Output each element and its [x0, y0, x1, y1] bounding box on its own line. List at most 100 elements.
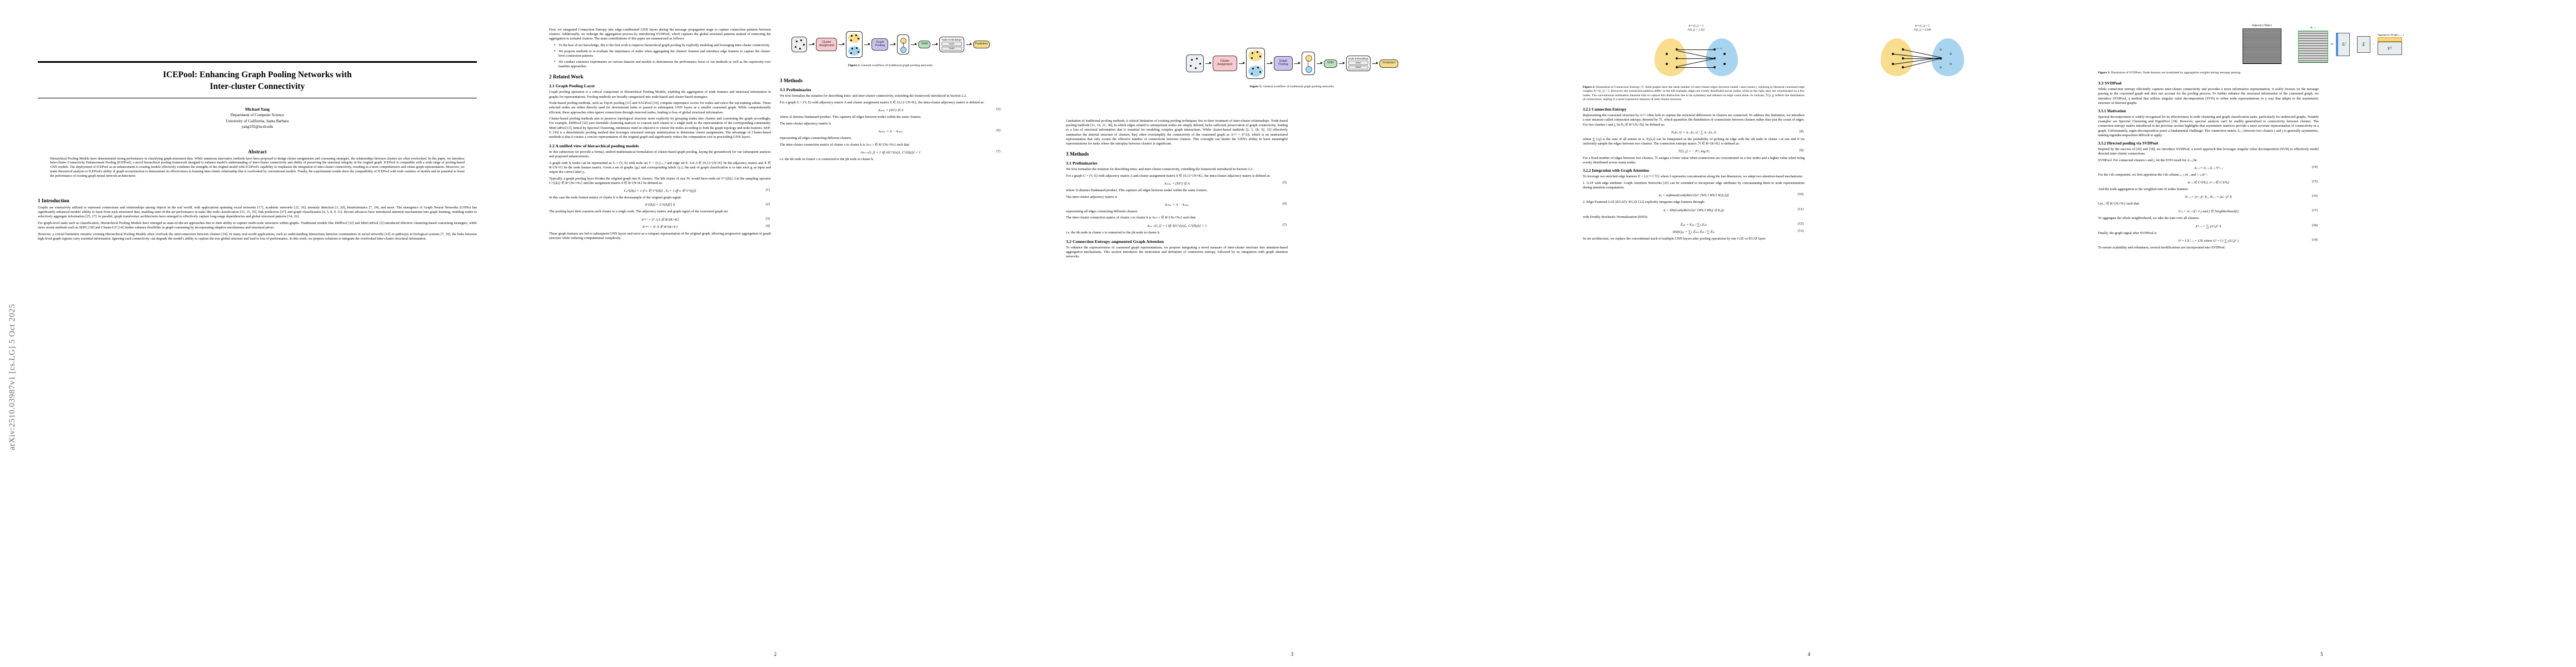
equation-3-number: (3): [765, 217, 770, 221]
node2-chip: Node2: [941, 46, 962, 51]
subsection-preliminaries-2: 3.1 Preliminaries: [1066, 161, 1098, 166]
figure-1-flow-large: Cluster Assignment: [1066, 28, 1518, 82]
arrow-icon: [965, 43, 972, 46]
equation-11-body: α = DS(LeakyReLU(aᵀ [Whᵢ ‖ Whⱼ] ⊙ Eᵢⱼ)): [1663, 208, 1724, 212]
cluster-node: [1675, 57, 1678, 60]
equation-4: Xᶜᵒᵃʳ = Sᵀ X ∈ R^{K×F} (4): [549, 225, 771, 229]
graph-node-dot: [1251, 52, 1253, 54]
adjacency-matrix-label: Adjacency Matrix: [2251, 24, 2272, 27]
cluster-node: [1891, 63, 1894, 66]
fig2-left-graph: P = 1/5: [1654, 34, 1738, 77]
arrow-icon: [1294, 62, 1301, 64]
equation-5b: Aᵢₙₜᵣₐ = (SSᵀ) ⊙ A (5): [1066, 181, 1288, 186]
node-embeddings-box: Node Embeddings Node1 Node2: [1346, 56, 1371, 71]
aij-matrix-group: Aᵢ→ⱼ: [2298, 26, 2328, 63]
figure-1-caption-text: General workflow of traditional graph po…: [861, 64, 933, 67]
p2-intro-contrib: First, we integrated Connection Entropy …: [549, 28, 771, 41]
input-graph-box: [1185, 54, 1204, 72]
list-item: We conduct extensive experiments on vari…: [554, 59, 771, 69]
figure-3-caption-label: Figure 3:: [2098, 71, 2111, 74]
p2-uni-5: The pooling layer then coarsens each clu…: [549, 210, 728, 214]
equation-12: Ẽᵢⱼₖ = Eᵢⱼₖ / ∑ₖ Eᵢⱼₖ (12): [1583, 222, 1805, 227]
figure-1-caption: Figure 1: General workflow of traditiona…: [780, 64, 1001, 68]
equation-19: Vˡ = ‖ Xᵀᵢ₋ⱼ = UˡX where Uˡ = ‖ ( ∑ⱼ (Uˡ…: [2098, 238, 2319, 243]
dot-operator: ·: [2353, 42, 2354, 47]
equation-9: ℋ[i, j] = − Pᵀᵢⱼ log Pᵢⱼ (9): [1583, 149, 1805, 153]
p2-uni-2: A graph with N nodes can be represented …: [549, 161, 771, 175]
p2-uni-1: In this subsection we provide a formal, …: [549, 150, 771, 159]
p3-prelim-6: i.e. the ith node in cluster s is connec…: [780, 157, 874, 161]
cluster-node-inactive: [1949, 53, 1952, 56]
dot-operator: ·: [2373, 42, 2375, 47]
graph-node-dot: [1199, 63, 1201, 64]
arrow-icon: [1372, 62, 1379, 64]
page-3-column-2: [1297, 119, 1518, 261]
graph-node-dot: [1257, 67, 1259, 68]
graph-node-dot: [1194, 67, 1197, 69]
figure-1: Cluster Assignment: [780, 28, 1001, 68]
p5-0: While connection entropy efficiently cap…: [2098, 87, 2319, 105]
equation-17-body: U'ᵢⱼ = σˡᵢ₋ⱼ if i ≠ j and j ∈ Neighborho…: [2178, 210, 2239, 214]
p5-2: Inspired by the success of [20] and [18]…: [2098, 147, 2319, 156]
list-item: We propose methods to re-evaluate the im…: [554, 49, 771, 58]
figure-2: Aᶜᵒᵃʳ[i, j] = 5 ℋ[i, j] = 1.332: [1583, 22, 2035, 79]
equation-5-number: (5): [996, 108, 1000, 112]
inter-cluster-edge: [1677, 58, 1715, 59]
list-item: To the best of our knowledge, this is th…: [554, 43, 771, 48]
equation-5b-number: (5): [1282, 181, 1287, 185]
figure-1-caption-label: Figure 1:: [848, 64, 861, 67]
graph-node-dot: [1256, 51, 1258, 53]
equation-6b-number: (6): [1282, 202, 1287, 206]
section-methods-2: 3 Methods: [1066, 151, 1089, 157]
node-embeddings-label: Node Embeddings: [1348, 57, 1369, 61]
p3-prelim-5: The inter-cluster connection matrix of c…: [780, 142, 910, 147]
equation-4-number: (4): [765, 224, 770, 228]
figure-2-caption: Figure 2: Illustration of Connection Ent…: [1583, 86, 1805, 102]
equation-14-body: Aᵢ₋ⱼ = Uᵢ₋ⱼ Σᵢ₋ⱼ Vᵀᵢ₋ⱼ: [2194, 166, 2223, 170]
equation-3-body: Aᶜᵒᵃʳ = Sᵀ A S ∈ R^{K×K}: [641, 217, 679, 222]
equation-15-number: (15): [2311, 180, 2318, 184]
pooled-graph-box: [1301, 52, 1315, 75]
graph-node-dot: [1259, 56, 1261, 57]
equation-6: Aᵢₙₜₑᵣ = A − Aᵢₙₜᵣₐ (6): [780, 129, 1001, 133]
yellow-supernode: [1305, 55, 1312, 62]
equation-18-body: Xᵀᵢ₋ⱼ = ∑ⱼ (Uˡᵢⱼ)ᵀ X: [2195, 224, 2221, 228]
graph-node-dot: [1250, 73, 1253, 74]
title-rule-top: [38, 61, 477, 63]
arrow-icon: [932, 43, 939, 46]
figure-1-area: Cluster Assignment: [1066, 28, 1518, 111]
fig2-left-label-2: ℋ[i, j] = 1.332: [1687, 28, 1705, 32]
equation-7-number: (7): [996, 150, 1000, 153]
graph-node-dot: [850, 52, 853, 54]
blue-cluster-ellipse: [1931, 38, 1964, 76]
graph-node-dot: [1195, 58, 1198, 59]
graph-node-dot: [858, 51, 860, 53]
equation-7b: Aₖₛ₋ₜ[i, j] = 1 iff A[C^{(s)}ᵢ, C^{(k)}ⱼ…: [1066, 223, 1288, 228]
inter-cluster-edge: [1677, 49, 1715, 50]
equals-sign: =: [2330, 42, 2334, 47]
probability-label: P = 1/5: [1716, 47, 1722, 49]
figure-3-caption-text: Illustration of SVDPool. Node features a…: [2111, 71, 2241, 74]
equation-8-number: (8): [1799, 130, 1803, 133]
page-5: Adjacency Matrix Aᵢ→ⱼ = U · Σ · Aggergat…: [2067, 0, 2576, 667]
p3-prelim-1: For a graph G = (V, E) with adjacency ma…: [780, 100, 985, 104]
equation-7-body: Aₖₛ₋ₜ[i, j] = 1 iff A[C^{(s)}ᵢ, C^{(k)}ⱼ…: [860, 150, 921, 155]
figure-2-caption-text: Illustration of Connection Entropy ℋ. Bo…: [1583, 86, 1805, 101]
page-number-3: 3: [1291, 651, 1294, 657]
p2-rel-3: Cluster-based pooling methods aim to pre…: [549, 117, 771, 139]
equation-10: αᵢⱼ = softmax(LeakyReLU(aᵀ [Whᵢ ‖ Whⱼ ‖ …: [1583, 193, 1805, 197]
figure-3-diagram: Adjacency Matrix Aᵢ→ⱼ = U · Σ · Aggergat…: [2098, 22, 2548, 66]
graph-node-dot: [1259, 71, 1261, 73]
clustered-graph-box: [846, 31, 863, 58]
graph-node-dot: [851, 48, 854, 49]
page-number-4: 4: [1807, 651, 1811, 657]
equation-8: Pᵢⱼ[s, t] = Aᵢ₋ⱼ[s, t] / ∑ Aᵢ₋ⱼ[s, t] (8…: [1583, 130, 1805, 135]
title-line-2: Inter-cluster Connectivity: [210, 81, 305, 91]
equation-1-body: Cᵢⱼ^{(k)} = 1 if vᵢ ∈ V^{(k)} , Sᵢⱼ = 1 …: [624, 189, 696, 193]
cluster-node: [1675, 48, 1678, 51]
equation-6-body: Aᵢₙₜₑᵣ = A − Aᵢₙₜᵣₐ: [878, 129, 903, 133]
page-5-column-1: Figure 3: Illustration of SVDPool. Node …: [2098, 68, 2319, 252]
graph-node-dot: [1250, 57, 1253, 59]
inter-cluster-edge: [1904, 58, 1941, 59]
author-block: Michael Yang Department of Computer Scie…: [38, 106, 477, 130]
